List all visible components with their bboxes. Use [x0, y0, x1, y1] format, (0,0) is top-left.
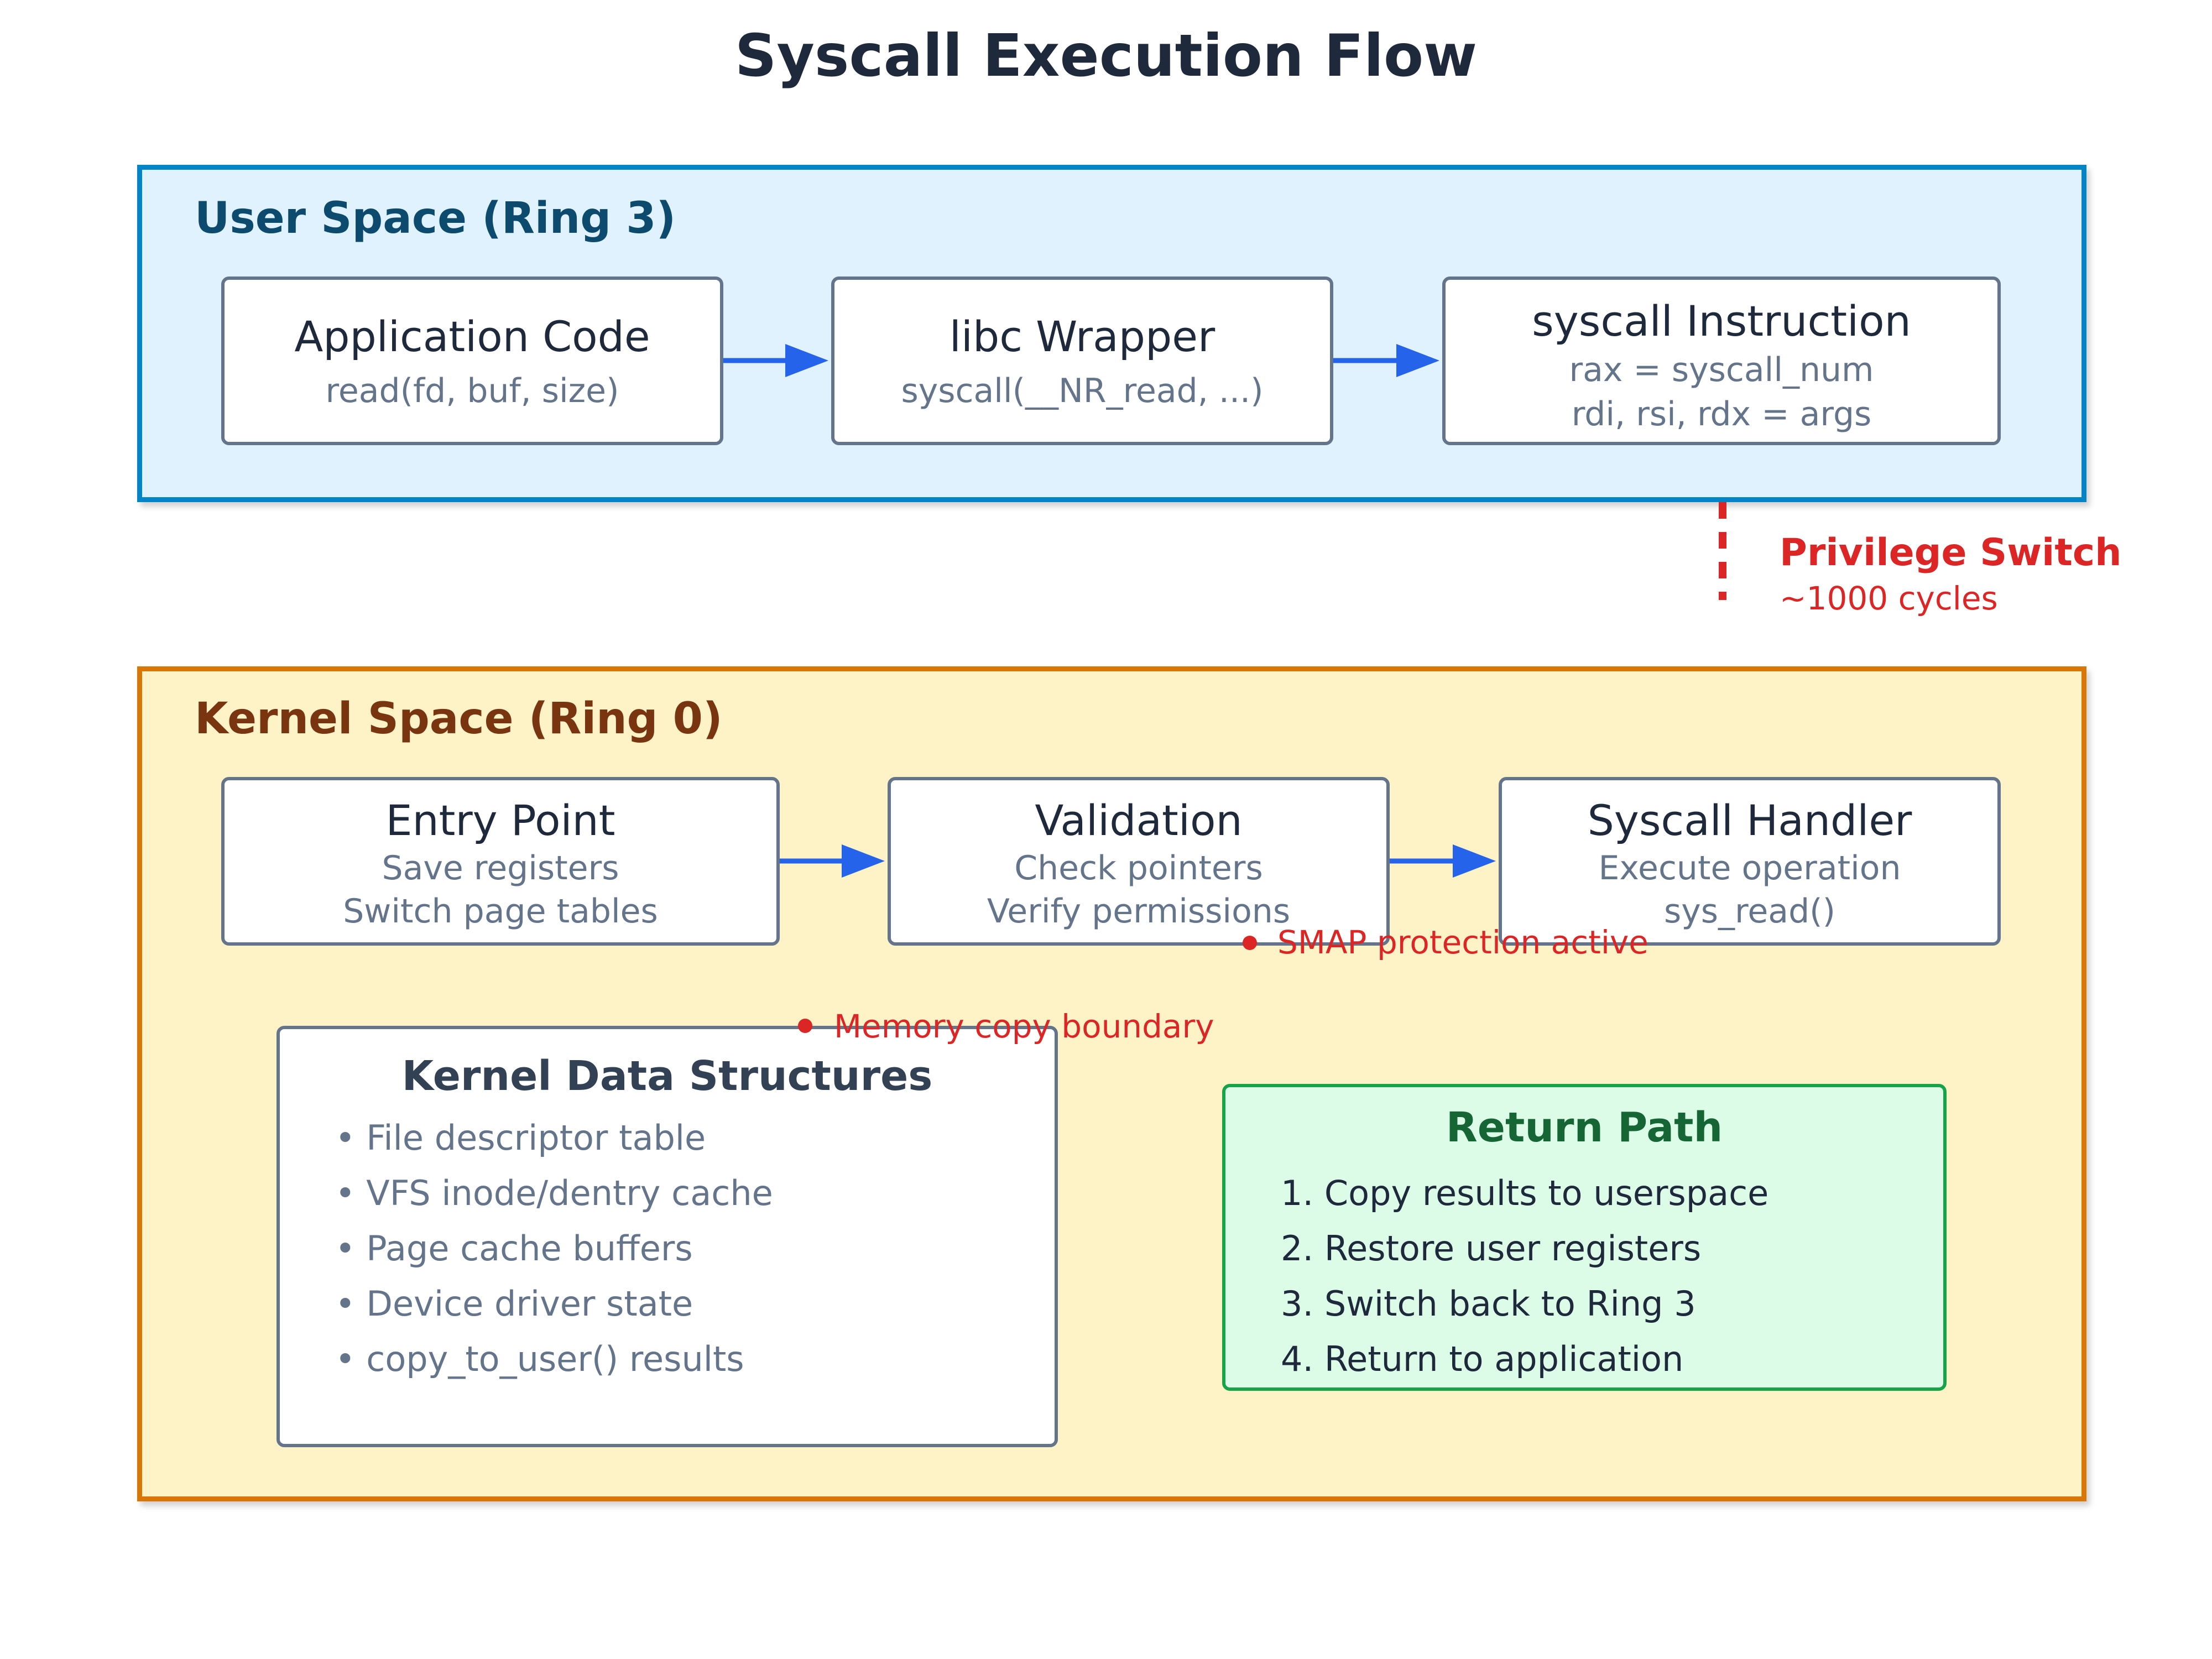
libc-wrapper-box: libc Wrapper syscall(__NR_read, ...) [831, 276, 1333, 445]
entry-point-detail-1: Save registers [382, 849, 619, 888]
kernel-data-structures-box: Kernel Data Structures • File descriptor… [276, 1026, 1058, 1447]
entry-point-title: Entry Point [385, 796, 615, 845]
return-path-box: Return Path 1. Copy results to userspace… [1222, 1084, 1947, 1391]
return-path-step: 1. Copy results to userspace [1281, 1173, 1769, 1213]
syscall-handler-title: Syscall Handler [1587, 796, 1912, 845]
libc-wrapper-detail: syscall(__NR_read, ...) [901, 372, 1264, 410]
data-structure-item: • Device driver state [335, 1284, 693, 1324]
syscall-handler-box: Syscall Handler Execute operation sys_re… [1499, 777, 2001, 946]
data-structure-item: • VFS inode/dentry cache [335, 1173, 773, 1213]
syscall-handler-detail-2: sys_read() [1664, 892, 1835, 931]
return-path-step: 4. Return to application [1281, 1339, 1684, 1379]
smap-marker-dot [1243, 936, 1257, 950]
entry-point-box: Entry Point Save registers Switch page t… [221, 777, 780, 946]
libc-wrapper-title: libc Wrapper [949, 312, 1215, 361]
return-path-step: 3. Switch back to Ring 3 [1281, 1284, 1696, 1324]
application-code-title: Application Code [294, 312, 650, 361]
syscall-instruction-detail-1: rax = syscall_num [1569, 351, 1874, 389]
diagram-title: Syscall Execution Flow [734, 22, 1478, 90]
data-structure-item: • File descriptor table [335, 1118, 706, 1158]
kernel-data-structures-title: Kernel Data Structures [401, 1052, 933, 1100]
syscall-handler-detail-1: Execute operation [1598, 849, 1901, 888]
data-structure-item: • copy_to_user() results [335, 1339, 744, 1379]
application-code-detail: read(fd, buf, size) [325, 372, 619, 410]
validation-box: Validation Check pointers Verify permiss… [888, 777, 1390, 946]
privilege-switch-cycles: ~1000 cycles [1780, 580, 1998, 617]
validation-detail-1: Check pointers [1014, 849, 1263, 888]
return-path-step: 2. Restore user registers [1281, 1228, 1702, 1269]
memory-copy-note: Memory copy boundary [834, 1008, 1214, 1045]
user-space-label: User Space (Ring 3) [195, 194, 676, 243]
smap-protection-note: SMAP protection active [1277, 924, 1648, 961]
kernel-space-label: Kernel Space (Ring 0) [195, 694, 723, 744]
validation-title: Validation [1035, 796, 1243, 845]
entry-point-detail-2: Switch page tables [343, 892, 658, 931]
return-path-title: Return Path [1446, 1104, 1723, 1151]
application-code-box: Application Code read(fd, buf, size) [221, 276, 723, 445]
syscall-instruction-title: syscall Instruction [1532, 296, 1911, 346]
syscall-instruction-detail-2: rdi, rsi, rdx = args [1571, 395, 1872, 434]
privilege-switch-label: Privilege Switch [1780, 531, 2122, 575]
validation-detail-2: Verify permissions [987, 892, 1291, 931]
memory-copy-marker-dot [798, 1019, 812, 1033]
syscall-instruction-box: syscall Instruction rax = syscall_num rd… [1442, 276, 2001, 445]
data-structure-item: • Page cache buffers [335, 1228, 693, 1269]
